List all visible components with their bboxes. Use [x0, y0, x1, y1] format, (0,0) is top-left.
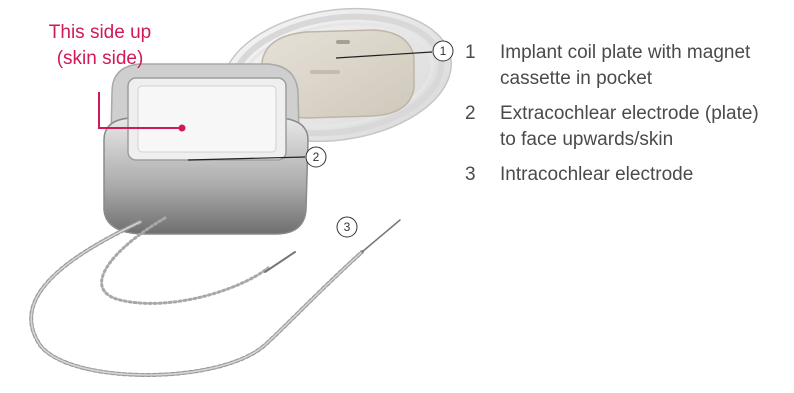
legend-item: 1 Implant coil plate with magnet cassett…: [465, 40, 794, 91]
marker-3-label: 3: [344, 220, 351, 234]
legend-text-line-2: cassette in pocket: [500, 66, 794, 92]
marker-2-label: 2: [313, 150, 320, 164]
legend: 1 Implant coil plate with magnet cassett…: [465, 40, 794, 198]
legend-number: 1: [465, 40, 476, 66]
marker-1-label: 1: [440, 44, 447, 58]
callout-line-2: (skin side): [30, 46, 170, 72]
legend-number: 2: [465, 101, 476, 127]
electrode-leads: [31, 218, 400, 375]
legend-text-line-2: to face upwards/skin: [500, 127, 794, 153]
legend-number: 3: [465, 162, 476, 188]
callout-line-1: This side up: [30, 20, 170, 46]
legend-item: 3 Intracochlear electrode: [465, 162, 794, 188]
electronics-housing: [104, 64, 308, 234]
legend-item: 2 Extracochlear electrode (plate) to fac…: [465, 101, 794, 152]
marker-1: 1: [433, 41, 453, 61]
marker-3: 3: [337, 217, 357, 237]
skin-side-callout: This side up (skin side): [30, 20, 170, 72]
legend-text-line-1: Extracochlear electrode (plate): [500, 101, 794, 127]
legend-text-line-1: Implant coil plate with magnet: [500, 40, 794, 66]
legend-text-line-1: Intracochlear electrode: [500, 162, 794, 188]
marker-2: 2: [306, 147, 326, 167]
